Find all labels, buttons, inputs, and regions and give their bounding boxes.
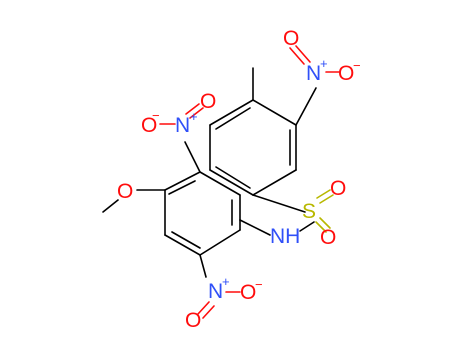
bond-ring2-e [164, 234, 201, 256]
bond-nitro-top-attach [295, 87, 317, 126]
nitro-top-plus: + [320, 56, 328, 71]
bond-ring2-c-inner [168, 180, 196, 195]
nitro-bottom-oxygen-1: O [240, 281, 256, 304]
bond-SO1-b [319, 194, 334, 204]
nitro-bottom-minus: − [255, 277, 263, 292]
nitro-top-oxygen-1: O [283, 27, 299, 50]
bond-ring2-e-inner [171, 231, 201, 249]
nitro-top-oxygen-2: O [338, 62, 354, 85]
bond-methoxy-methyl [102, 199, 119, 213]
nitro-top-nitrogen: N [306, 62, 321, 85]
bond-ring2-f [199, 229, 241, 256]
bond-nitro-left-attach [184, 141, 201, 173]
bond-S-NH [299, 221, 315, 232]
bond-ring1-f [209, 99, 254, 126]
nitro-bottom-plus: + [222, 274, 230, 289]
nitro-left-nitrogen: N [175, 114, 190, 137]
bond-ring1-c [252, 169, 297, 196]
sulfonyl-oxygen-1: O [330, 177, 346, 200]
bond-ring1-d [209, 169, 254, 196]
nitro-bottom-nitrogen: N [208, 280, 223, 303]
bond-ring2-b [199, 171, 241, 196]
bond-NH-ring2 [239, 219, 271, 236]
bonds [102, 67, 317, 278]
bond-ring1-d-inner [215, 166, 251, 189]
nitro-bottom-oxygen-2: O [185, 309, 201, 332]
bond-nitro-top-NO1 [295, 45, 311, 63]
bond-nitro-bottom-attach [199, 254, 207, 278]
bond-ring1-a [252, 99, 297, 126]
nitro-left-oxygen-2: O [200, 90, 216, 113]
bond-SO1 [316, 189, 331, 199]
nitro-left-oxygen-1: O [141, 114, 157, 137]
bond-nitro-left-NO2 [189, 107, 204, 119]
methoxy-oxygen: O [117, 180, 133, 203]
bond-SO2 [319, 217, 331, 229]
bond-nitro-left-NO2-b [185, 103, 200, 115]
sulfonyl-oxygen-2: O [320, 226, 336, 249]
bond-SO2-b [315, 221, 327, 233]
nitro-left-plus: + [190, 109, 198, 124]
sulfonyl-sulfur: S [302, 200, 316, 223]
bond-ring2-c [164, 171, 201, 191]
bond-ring1-f-inner [215, 107, 251, 130]
bond-nitro-top-NO1-b [289, 47, 305, 65]
nitro-left-minus: − [152, 108, 160, 123]
bond-nitro-bottom-NO2-b [202, 305, 215, 319]
bond-sulfonyl-attach [252, 194, 306, 213]
hetero-bonds [159, 45, 341, 319]
nitro-top-minus: − [353, 58, 361, 73]
amine-NH: NH [270, 225, 300, 248]
bond-nitro-bottom-NO2 [197, 301, 210, 315]
